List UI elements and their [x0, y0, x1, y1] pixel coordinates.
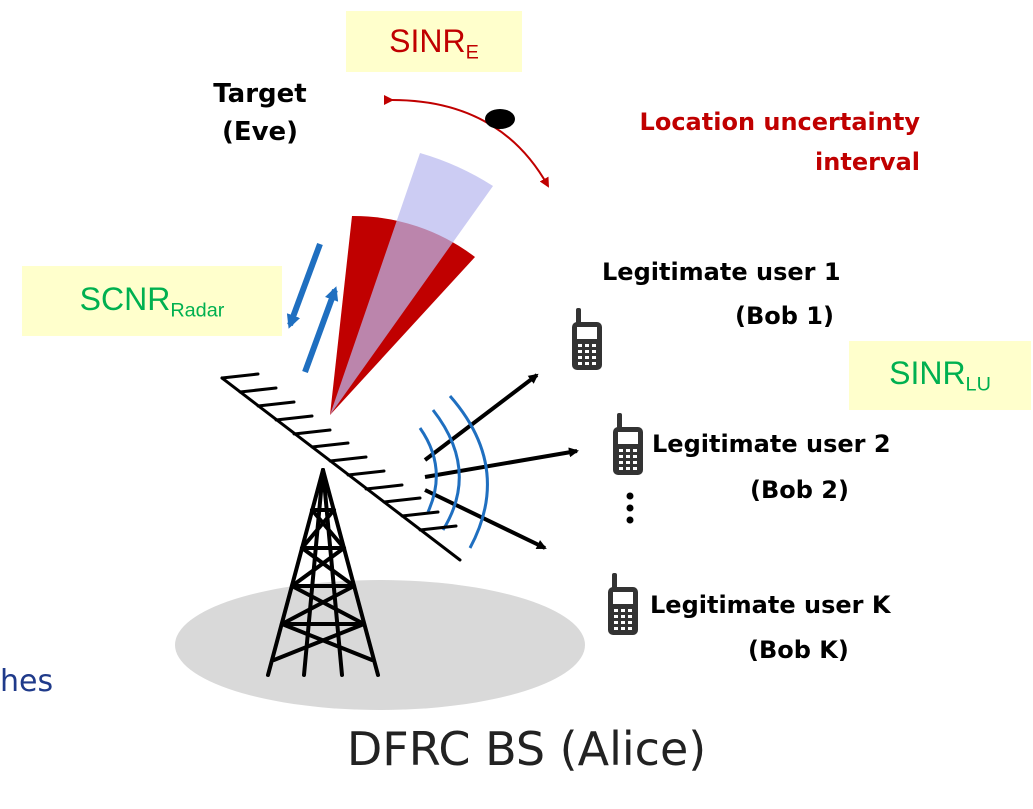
beam-arrow-user2: [424, 447, 579, 479]
beam-arrow-userk: [424, 488, 547, 550]
partial-text: hes: [0, 664, 54, 699]
userk-label: Legitimate user K: [650, 583, 890, 627]
scnr-radar-main: SCNR: [79, 281, 171, 317]
phone-userk-icon: [608, 573, 638, 635]
user1-label-line2: (Bob 1): [735, 302, 834, 330]
userk-label-line2: (Bob K): [748, 636, 849, 664]
sinr-lu-sub: LU: [965, 373, 991, 396]
beam-arrow-user1: [423, 373, 539, 462]
base-station-label: DFRC BS (Alice): [346, 722, 707, 776]
sinr-lu-main: SINR: [889, 355, 966, 391]
sinr-eve-label: SINRE: [346, 11, 522, 72]
sinr-eve-sub: E: [465, 41, 479, 64]
radar-echo-arrow: [302, 286, 339, 374]
radar-beam: [330, 215, 475, 415]
userk-label-sub: (Bob K): [748, 628, 849, 672]
uncertainty-label-line1: Location uncertainty: [639, 108, 920, 136]
ground-ellipse: [175, 580, 585, 710]
userk-label-line1: Legitimate user K: [650, 591, 891, 619]
antenna-array-icon: [220, 372, 462, 562]
eve-beam: [330, 153, 493, 415]
user1-label-line1: Legitimate user 1: [602, 258, 841, 286]
scnr-radar-sub: Radar: [170, 299, 225, 322]
user1-label: Legitimate user 1: [602, 250, 841, 294]
scnr-radar-label: SCNRRadar: [22, 266, 282, 336]
target-label-line1: Target: [213, 79, 307, 109]
user2-label: Legitimate user 2: [652, 422, 891, 466]
user1-label-sub: (Bob 1): [735, 294, 834, 338]
uncertainty-label: Location uncertainty interval: [540, 102, 920, 182]
phone-user2-icon: [613, 413, 643, 475]
sinr-lu-label: SINRLU: [849, 341, 1031, 410]
uncertainty-label-line2: interval: [815, 148, 920, 176]
user2-label-line2: (Bob 2): [750, 476, 849, 504]
target-dot: [485, 109, 515, 129]
uncertainty-arc: [383, 94, 549, 188]
comm-wave-arcs: [418, 395, 489, 549]
target-label: Target (Eve): [190, 75, 330, 151]
tower-icon: [266, 468, 380, 677]
user2-label-line1: Legitimate user 2: [652, 430, 891, 458]
vertical-ellipsis-icon: [626, 492, 634, 524]
sinr-eve-main: SINR: [389, 23, 466, 59]
phone-user1-icon: [572, 308, 602, 370]
target-label-line2: (Eve): [221, 117, 299, 147]
radar-tx-arrow: [286, 242, 323, 329]
user2-label-sub: (Bob 2): [750, 468, 849, 512]
